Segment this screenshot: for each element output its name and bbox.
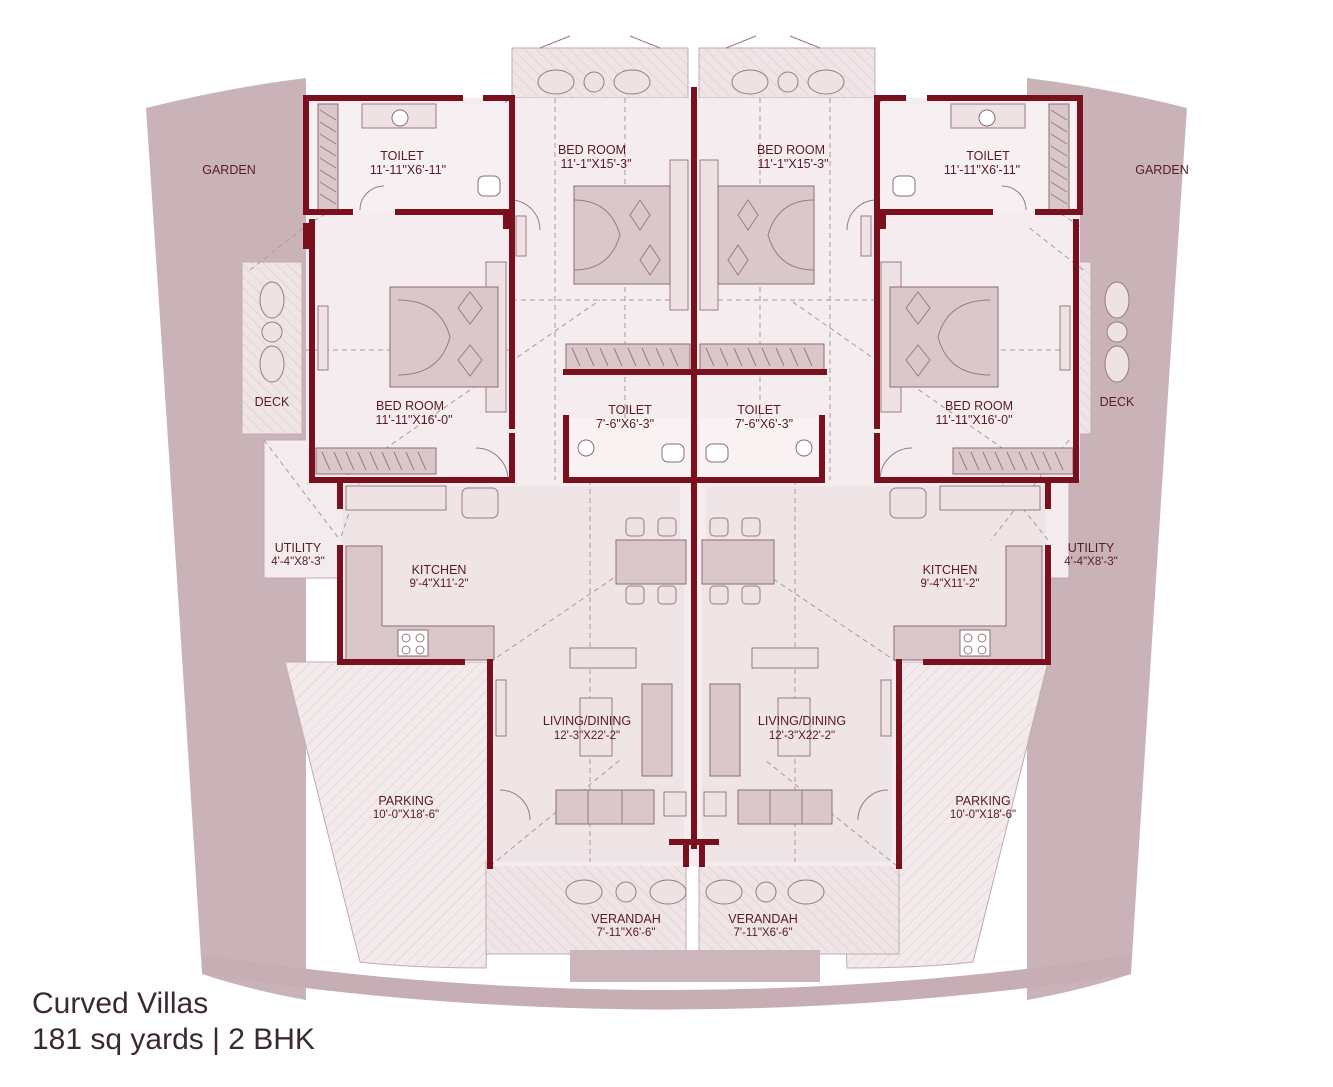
- wardrobe-top-right: [1048, 103, 1070, 211]
- label-kitchen-right: KITCHEN: [923, 563, 978, 577]
- label-utility-left: UTILITY: [275, 541, 322, 555]
- parking-left-area: [284, 661, 491, 969]
- wc-top-right: [892, 175, 916, 197]
- label-utility-left-dim: 4'-4"X8'-3": [271, 556, 324, 568]
- living-right-furniture: [703, 647, 833, 825]
- label-verandah-right-dim: 7'-11"X6'-6": [733, 927, 792, 939]
- label-bed-top-left: BED ROOM: [558, 143, 626, 157]
- label-toilet-mid-right-dim: 7'-6"X6'-3": [735, 417, 793, 431]
- living-left-furniture: [555, 647, 687, 825]
- label-deck-left: DECK: [255, 395, 290, 409]
- label-living-left: LIVING/DINING: [543, 714, 631, 728]
- kitchen-counter-right: [893, 545, 1043, 661]
- verandah-chairs: [565, 879, 825, 905]
- label-living-left-dim: 12'-3"X22'-2": [554, 730, 620, 742]
- dining-right: [701, 517, 775, 605]
- label-bed-right-dim: 11'-11"X16'-0": [935, 413, 1012, 427]
- label-bed-right: BED ROOM: [945, 399, 1013, 413]
- bed-left: [389, 261, 507, 413]
- label-toilet-right-dim: 11'-11"X6'-11": [944, 163, 1020, 177]
- wardrobe-mid: [565, 343, 825, 371]
- label-kitchen-left: KITCHEN: [412, 563, 467, 577]
- balcony-chairs-top: [537, 69, 845, 95]
- dining-left: [615, 517, 687, 605]
- label-garden-left: GARDEN: [202, 163, 255, 177]
- bed-top-left: [573, 159, 689, 311]
- verandah-left-area: [485, 861, 687, 955]
- label-bed-left-dim: 11'-11"X16'-0": [375, 413, 452, 427]
- label-toilet-left-dim: 11'-11"X6'-11": [370, 163, 446, 177]
- garden-bottom: [202, 955, 1131, 1010]
- label-toilet-mid-left-dim: 7'-6"X6'-3": [596, 417, 654, 431]
- label-parking-left: PARKING: [378, 794, 433, 808]
- label-utility-right-dim: 4'-4"X8'-3": [1064, 556, 1117, 568]
- label-toilet-mid-left: TOILET: [608, 403, 652, 417]
- plan-title: Curved Villas: [32, 987, 209, 1020]
- label-toilet-mid-right: TOILET: [737, 403, 781, 417]
- label-bed-left: BED ROOM: [376, 399, 444, 413]
- deck-chairs-right: [1104, 281, 1130, 383]
- verandah-right-area: [698, 861, 900, 955]
- label-bed-top-left-dim: 11'-1"X15'-3": [560, 157, 631, 171]
- label-parking-right: PARKING: [955, 794, 1010, 808]
- bed-right: [880, 261, 999, 413]
- label-deck-right: DECK: [1100, 395, 1135, 409]
- label-garden-right: GARDEN: [1135, 163, 1188, 177]
- label-bed-top-right-dim: 11'-1"X15'-3": [757, 157, 828, 171]
- wardrobe-bed-left: [315, 447, 437, 475]
- plan-caption: Curved Villas 181 sq yards | 2 BHK: [32, 986, 315, 1058]
- wc-top-left: [477, 175, 501, 197]
- label-bed-top-right: BED ROOM: [757, 143, 825, 157]
- wardrobe-top-left: [317, 103, 339, 211]
- label-kitchen-left-dim: 9'-4"X11'-2": [409, 578, 468, 590]
- label-utility-right: UTILITY: [1068, 541, 1115, 555]
- label-parking-left-dim: 10'-0"X18'-6": [373, 809, 439, 821]
- label-living-right: LIVING/DINING: [758, 714, 846, 728]
- wardrobe-bed-right: [952, 447, 1074, 475]
- label-toilet-right: TOILET: [966, 149, 1010, 163]
- label-toilet-left: TOILET: [380, 149, 424, 163]
- label-verandah-left: VERANDAH: [591, 912, 660, 926]
- label-verandah-left-dim: 7'-11"X6'-6": [596, 927, 655, 939]
- walls: [303, 87, 1083, 869]
- label-kitchen-right-dim: 9'-4"X11'-2": [920, 578, 979, 590]
- bed-top-right: [699, 159, 815, 311]
- label-parking-right-dim: 10'-0"X18'-6": [950, 809, 1016, 821]
- label-verandah-right: VERANDAH: [728, 912, 797, 926]
- label-living-right-dim: 12'-3"X22'-2": [769, 730, 835, 742]
- plan-subtitle: 181 sq yards | 2 BHK: [32, 1023, 315, 1056]
- deck-chairs-left: [259, 281, 285, 383]
- kitchen-counter-left: [345, 545, 495, 661]
